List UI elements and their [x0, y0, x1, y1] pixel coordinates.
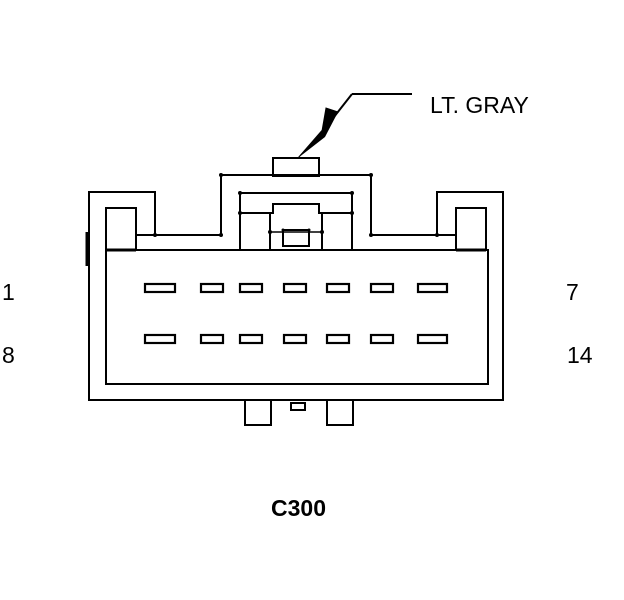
terminal-pin-12: [325, 333, 351, 345]
terminal-pin-13: [369, 333, 395, 345]
lock-assembly: [239, 192, 353, 250]
terminal-pin-6: [369, 282, 395, 294]
bottom-peg-right: [326, 399, 354, 426]
terminal-pin-1: [143, 282, 177, 294]
terminal-pin-14: [416, 333, 449, 345]
pin-label-14: 14: [567, 342, 593, 368]
terminal-pin-10: [238, 333, 264, 345]
pin-label-1: 1: [2, 279, 15, 305]
bottom-peg-left: [244, 399, 272, 426]
terminal-pin-4: [282, 282, 308, 294]
connector-id-label: C300: [271, 495, 326, 521]
terminal-pin-5: [325, 282, 351, 294]
terminal-pin-3: [238, 282, 264, 294]
terminal-pin-7: [416, 282, 449, 294]
leader-arrow-icon: [297, 107, 339, 159]
terminal-pin-8: [143, 333, 177, 345]
bottom-key: [290, 402, 306, 411]
connector-color-label: LT. GRAY: [430, 92, 529, 118]
terminal-pin-9: [199, 333, 225, 345]
right-latch: [455, 207, 487, 251]
pin-label-8: 8: [2, 342, 15, 368]
pin-cavity: [105, 249, 489, 385]
pin-label-7: 7: [566, 279, 579, 305]
terminal-pin-11: [282, 333, 308, 345]
lock-tab: [272, 157, 320, 177]
terminal-pin-2: [199, 282, 225, 294]
housing-outline: [88, 174, 504, 401]
left-latch: [105, 207, 137, 251]
